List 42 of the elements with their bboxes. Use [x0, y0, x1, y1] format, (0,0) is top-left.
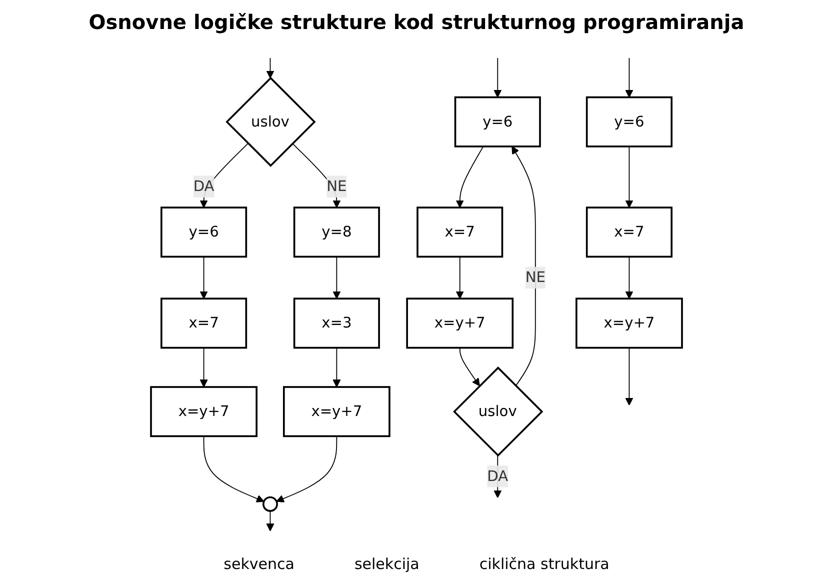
- node-box: x=y+7: [406, 298, 514, 349]
- arrow: [332, 256, 341, 299]
- node-circle: [262, 496, 278, 512]
- arrow: [276, 436, 338, 502]
- node-box: x=7: [586, 206, 672, 258]
- arrow: [456, 146, 484, 208]
- title: Osnovne logičke strukture kod strukturnog programiranja: [88, 10, 744, 34]
- arrow: [266, 510, 274, 532]
- node-box: x=7: [160, 298, 248, 349]
- arrow: [512, 146, 536, 386]
- node-box: x=y+7: [150, 386, 258, 438]
- arrow: [266, 58, 274, 78]
- edge-label: DA: [193, 177, 214, 195]
- arrow: [332, 347, 341, 388]
- arrow: [459, 347, 480, 386]
- arrow: [200, 143, 248, 208]
- arrow: [456, 256, 464, 299]
- arrow: [625, 146, 634, 208]
- structure-caption: ciklična struktura: [479, 555, 610, 573]
- edge-label: NE: [525, 268, 546, 286]
- edge-label: DA: [487, 467, 508, 485]
- arrow: [625, 256, 634, 299]
- node-diamond: uslov: [453, 366, 544, 457]
- node-box: y=6: [586, 96, 672, 148]
- edge-label: NE: [326, 177, 347, 195]
- arrow: [494, 454, 502, 498]
- node-diamond: uslov: [226, 76, 316, 167]
- node-box: y=6: [454, 96, 541, 148]
- structure-caption: sekvenca: [224, 555, 294, 573]
- node-box: y=8: [293, 206, 380, 258]
- node-box: x=3: [293, 298, 380, 349]
- node-box: x=y+7: [282, 386, 390, 438]
- arrow: [494, 58, 502, 98]
- arrow: [200, 347, 208, 388]
- arrow: [203, 436, 264, 502]
- arrow: [625, 347, 634, 406]
- node-box: x=y+7: [576, 298, 683, 349]
- structure-caption: selekcija: [354, 555, 420, 573]
- node-box: x=7: [416, 206, 504, 258]
- arrow: [625, 58, 634, 98]
- node-box: y=6: [160, 206, 248, 258]
- arrow: [200, 256, 208, 299]
